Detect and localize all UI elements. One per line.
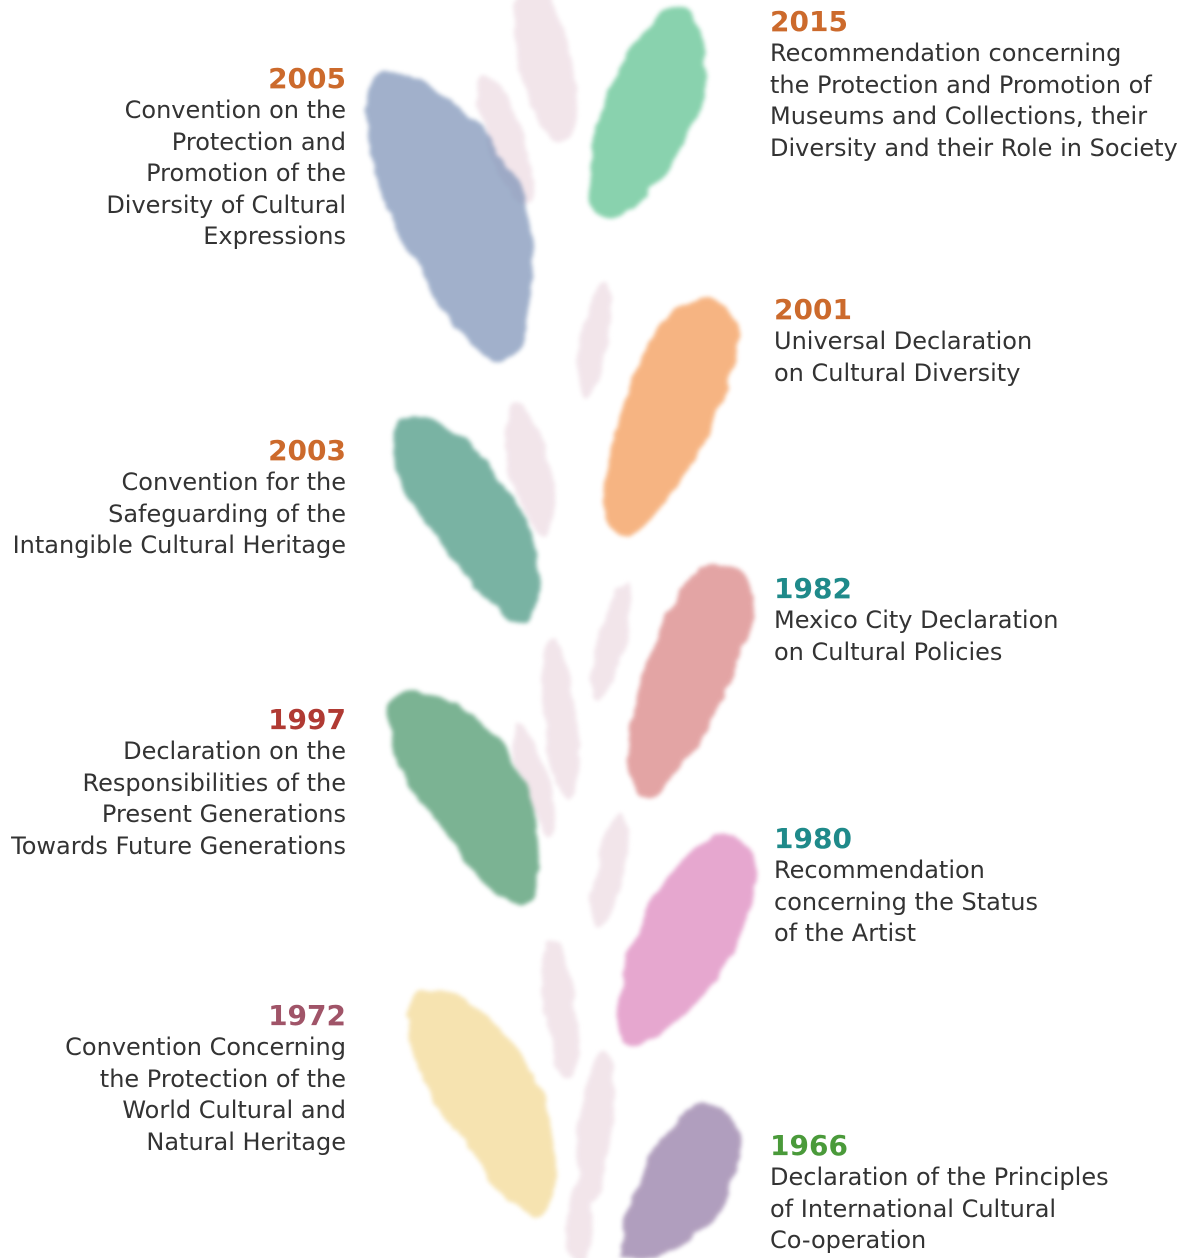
entry-description: Universal Declaration on Cultural Divers… <box>774 327 1033 387</box>
leaf-1966 <box>620 1104 742 1258</box>
timeline-entry-2015: 2015 Recommendation concerning the Prote… <box>770 6 1178 164</box>
timeline-entry-2005: 2005 Convention on the Protection and Pr… <box>106 63 346 253</box>
timeline-entry-1982: 1982 Mexico City Declaration on Cultural… <box>774 573 1058 668</box>
entry-description: Recommendation concerning the Status of … <box>774 856 1038 947</box>
entry-description: Convention Concerning the Protection of … <box>65 1033 346 1156</box>
leaf-1980 <box>616 834 756 1046</box>
entry-description: Recommendation concerning the Protection… <box>770 39 1178 162</box>
timeline-entry-1980: 1980 Recommendation concerning the Statu… <box>774 823 1038 950</box>
entry-description: Declaration on the Responsibilities of t… <box>11 737 346 860</box>
timeline-entry-1972: 1972 Convention Concerning the Protectio… <box>65 1000 346 1158</box>
entry-description: Declaration of the Principles of Interna… <box>770 1163 1109 1254</box>
entry-year: 2005 <box>268 62 346 95</box>
entry-year: 2001 <box>774 293 852 326</box>
timeline-entry-1966: 1966 Declaration of the Principles of In… <box>770 1130 1109 1257</box>
leaf-2001 <box>604 298 738 537</box>
leaf-2005 <box>366 72 534 362</box>
entry-year: 1966 <box>770 1129 848 1162</box>
entry-year: 1982 <box>774 572 852 605</box>
leaf-1997 <box>387 692 539 908</box>
leaf-1972 <box>405 988 556 1217</box>
leaf-1982 <box>627 563 754 798</box>
entry-year: 1980 <box>774 822 852 855</box>
entry-description: Convention for the Safeguarding of the I… <box>12 468 346 559</box>
leaf-2015 <box>588 6 706 220</box>
stem-petals <box>477 0 632 1258</box>
timeline-entry-2001: 2001 Universal Declaration on Cultural D… <box>774 294 1032 389</box>
entry-year: 1997 <box>268 703 346 736</box>
entry-description: Convention on the Protection and Promoti… <box>106 96 346 250</box>
entry-year: 2003 <box>268 434 346 467</box>
timeline-entry-1997: 1997 Declaration on the Responsibilities… <box>11 704 346 862</box>
entry-description: Mexico City Declaration on Cultural Poli… <box>774 606 1059 666</box>
entry-year: 1972 <box>268 999 346 1032</box>
leaf-2003 <box>391 417 539 624</box>
entry-year: 2015 <box>770 5 848 38</box>
timeline-entry-2003: 2003 Convention for the Safeguarding of … <box>13 435 346 562</box>
